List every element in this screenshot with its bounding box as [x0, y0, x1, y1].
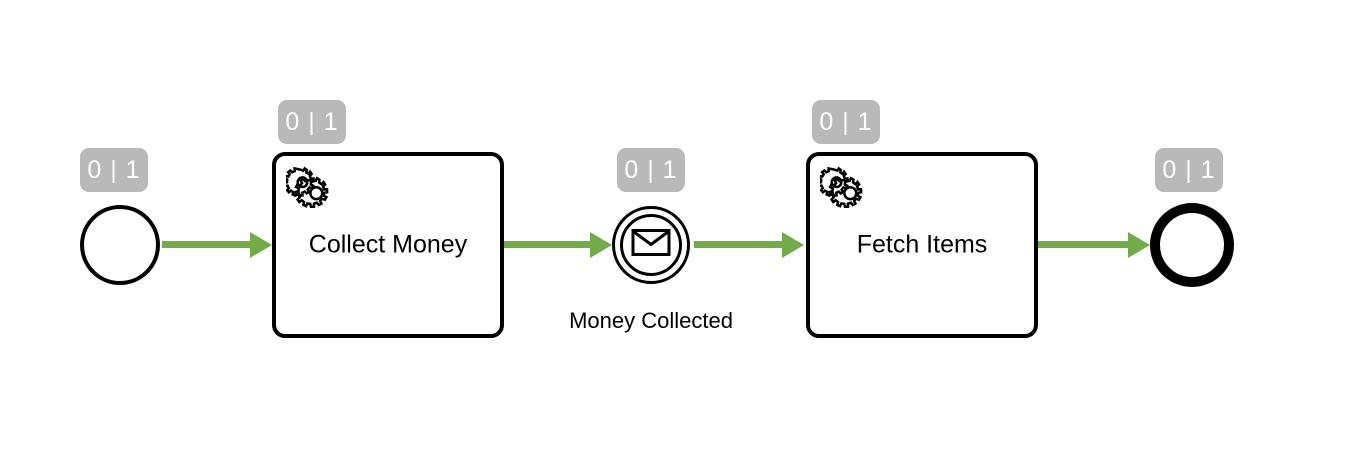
- envelope-icon: [631, 229, 671, 262]
- flow-money-to-fetch: [694, 241, 784, 248]
- end-event-circle: [1150, 203, 1234, 287]
- token-badge-end-event: 0 | 1: [1155, 148, 1223, 192]
- flow-fetch-to-end-arrowhead: [1128, 232, 1150, 258]
- token-badge-start-event: 0 | 1: [80, 148, 148, 192]
- flow-collect-to-money-arrowhead: [590, 232, 612, 258]
- task-fetch-items-label: Fetch Items: [856, 230, 988, 259]
- money-collected-outer-circle: [612, 206, 690, 284]
- money-collected-inner-circle: [620, 214, 682, 276]
- flow-start-to-collect: [162, 241, 252, 248]
- event-money-collected-label: Money Collected: [569, 308, 733, 333]
- token-badge-collect-money: 0 | 1: [278, 100, 346, 144]
- flow-collect-to-money: [504, 241, 592, 248]
- token-badge-fetch-items: 0 | 1: [812, 100, 880, 144]
- gears-icon: [283, 164, 332, 210]
- gears-icon: [817, 164, 866, 210]
- task-collect-money-label: Collect Money: [308, 230, 468, 259]
- task-fetch-items[interactable]: Fetch Items: [806, 152, 1038, 338]
- task-collect-money[interactable]: Collect Money: [272, 152, 504, 338]
- flow-fetch-to-end: [1038, 241, 1130, 248]
- token-badge-money-collected: 0 | 1: [617, 148, 685, 192]
- flow-start-to-collect-arrowhead: [250, 232, 272, 258]
- flow-money-to-fetch-arrowhead: [782, 232, 804, 258]
- start-event-circle: [80, 205, 160, 285]
